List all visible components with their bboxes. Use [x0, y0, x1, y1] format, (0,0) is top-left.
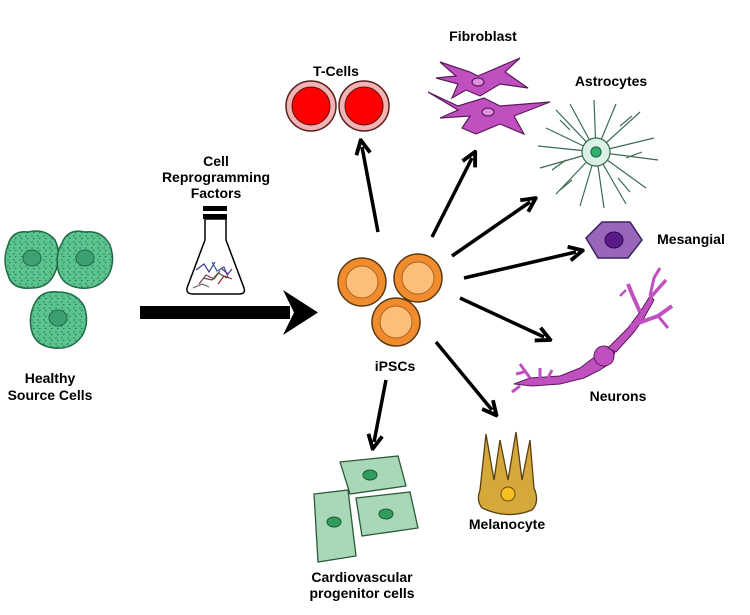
- mesangial-cell: [585, 221, 643, 259]
- neurons-label: Neurons: [590, 388, 647, 404]
- source-cell: [4, 230, 60, 289]
- cardio-label-line2: progenitor cells: [309, 585, 414, 601]
- fibroblast-cells: [427, 57, 551, 136]
- healthy-source-cells: [4, 230, 114, 349]
- differentiation-arrows: [362, 147, 576, 442]
- source-label-line2: Source Cells: [8, 387, 93, 403]
- cardio-cells: [313, 455, 419, 563]
- melanocyte-cell: [477, 431, 538, 516]
- source-label-line1: Healthy: [25, 370, 76, 386]
- ipsc-cluster: [337, 253, 443, 347]
- source-cell: [56, 230, 114, 289]
- ipsc-label: iPSCs: [375, 358, 416, 374]
- arrow-icon: [140, 290, 318, 335]
- tcells-label: T-Cells: [313, 63, 359, 79]
- flask-icon: [186, 206, 246, 295]
- mesangial-label: Mesangial: [657, 231, 725, 247]
- neuron-cell: [511, 267, 674, 394]
- arrow-to-astrocytes: [451, 202, 530, 258]
- tcell-cells: [285, 80, 390, 132]
- astrocyte-cell: [537, 99, 659, 209]
- fibroblast-label: Fibroblast: [449, 28, 517, 44]
- arrow-to-melanocyte: [434, 340, 492, 410]
- factors-label-line1: Cell: [203, 153, 229, 169]
- cardio-label-line1: Cardiovascular: [311, 569, 413, 585]
- factors-label-line2: Reprogramming: [162, 169, 270, 185]
- arrow-to-neurons: [459, 296, 544, 337]
- arrow-to-cardio: [374, 379, 388, 442]
- arrow-to-fibroblast: [430, 158, 472, 238]
- arrow-to-tcells: [362, 147, 380, 233]
- astrocytes-label: Astrocytes: [575, 73, 648, 89]
- factors-label-line3: Factors: [191, 185, 242, 201]
- melanocyte-label: Melanocyte: [469, 516, 545, 532]
- arrow-to-mesangial: [463, 252, 576, 280]
- source-cell: [29, 291, 88, 349]
